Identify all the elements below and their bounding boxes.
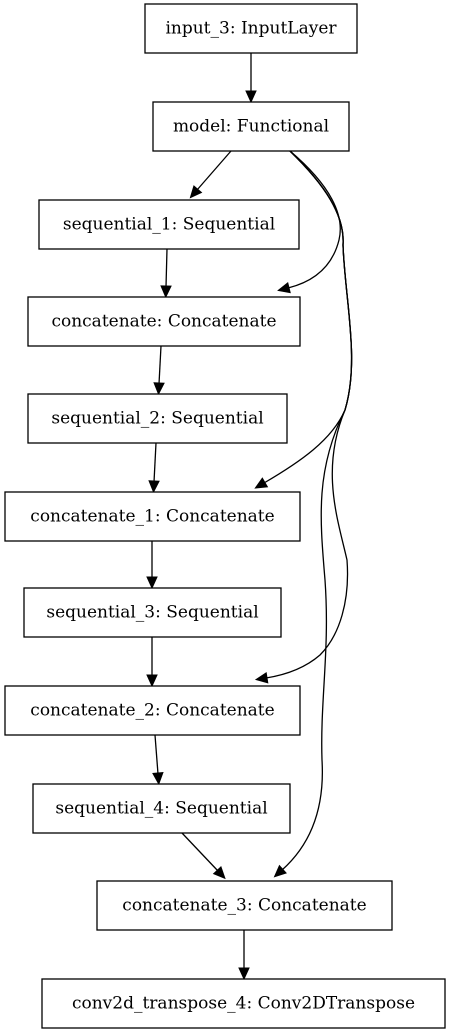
edge-sequential-1-to-concatenate [165,248,168,288]
edge-concatenate-3-to-conv2d-transpose-4-arrowhead [238,967,250,981]
edge-model-to-concatenate-arrowhead [277,282,291,294]
node-sequential-4: sequential_4: Sequential [32,783,291,834]
edge-concatenate-2-to-sequential-4 [154,734,159,775]
node-box [4,491,301,542]
edge-sequential-1-to-concatenate-arrowhead [160,285,172,299]
node-label: sequential_2: Sequential [51,409,263,429]
node-box [144,3,358,54]
node-box [27,393,288,444]
node-concatenate-3: concatenate_3: Concatenate [96,880,393,931]
node-label: sequential_1: Sequential [63,215,275,235]
node-box [41,978,446,1029]
edge-concatenate-to-sequential-2-arrowhead [153,382,165,396]
edge-sequential-3-to-concatenate-2-arrowhead [146,674,158,688]
edge-model-to-concatenate-3 [281,150,353,871]
edges-layer [146,53,353,981]
node-label: sequential_4: Sequential [55,799,267,819]
edge-concatenate-2-to-sequential-4-arrowhead [152,772,164,786]
node-concatenate: concatenate: Concatenate [27,296,301,347]
node-label: concatenate_3: Concatenate [122,896,366,916]
edge-sequential-2-to-concatenate-1-arrowhead [148,480,160,494]
edge-sequential-2-to-concatenate-1 [153,442,157,483]
edge-concatenate-1-to-sequential-3-arrowhead [146,576,158,590]
node-box [4,685,301,736]
node-box [38,199,300,250]
edge-model-to-sequential-1 [196,150,232,191]
edge-input-3-to-model-arrowhead [245,90,257,104]
node-box [96,880,393,931]
node-box [27,296,301,347]
node-label: concatenate_1: Concatenate [30,507,274,527]
node-box [23,587,282,638]
node-conv2d-transpose-4: conv2d_transpose_4: Conv2DTranspose [41,978,446,1029]
node-label: input_3: InputLayer [165,19,337,39]
node-sequential-3: sequential_3: Sequential [23,587,282,638]
edge-model-to-concatenate-3-arrowhead [273,864,287,878]
nodes-layer: input_3: InputLayer model: Functional sequ… [4,3,446,1029]
edge-sequential-4-to-concatenate-3-arrowhead [212,865,226,880]
edge-concatenate-to-sequential-2 [158,345,162,385]
node-box [32,783,291,834]
edge-model-to-concatenate [287,150,341,289]
node-box [152,101,350,152]
node-concatenate-2: concatenate_2: Concatenate [4,685,301,736]
node-sequential-1: sequential_1: Sequential [38,199,300,250]
edge-model-to-sequential-1-arrowhead [189,185,203,199]
edge-sequential-4-to-concatenate-3 [181,832,219,872]
node-label: conv2d_transpose_4: Conv2DTranspose [72,994,415,1014]
node-sequential-2: sequential_2: Sequential [27,393,288,444]
edge-model-to-concatenate-2-arrowhead [254,672,269,684]
node-label: sequential_3: Sequential [46,603,258,623]
node-label: concatenate: Concatenate [51,312,276,332]
edge-model-to-concatenate-1-arrowhead [254,477,269,489]
node-label: model: Functional [173,117,329,137]
node-input-3: input_3: InputLayer [144,3,358,54]
node-label: concatenate_2: Concatenate [30,701,274,721]
node-model: model: Functional [152,101,350,152]
node-concatenate-1: concatenate_1: Concatenate [4,491,301,542]
